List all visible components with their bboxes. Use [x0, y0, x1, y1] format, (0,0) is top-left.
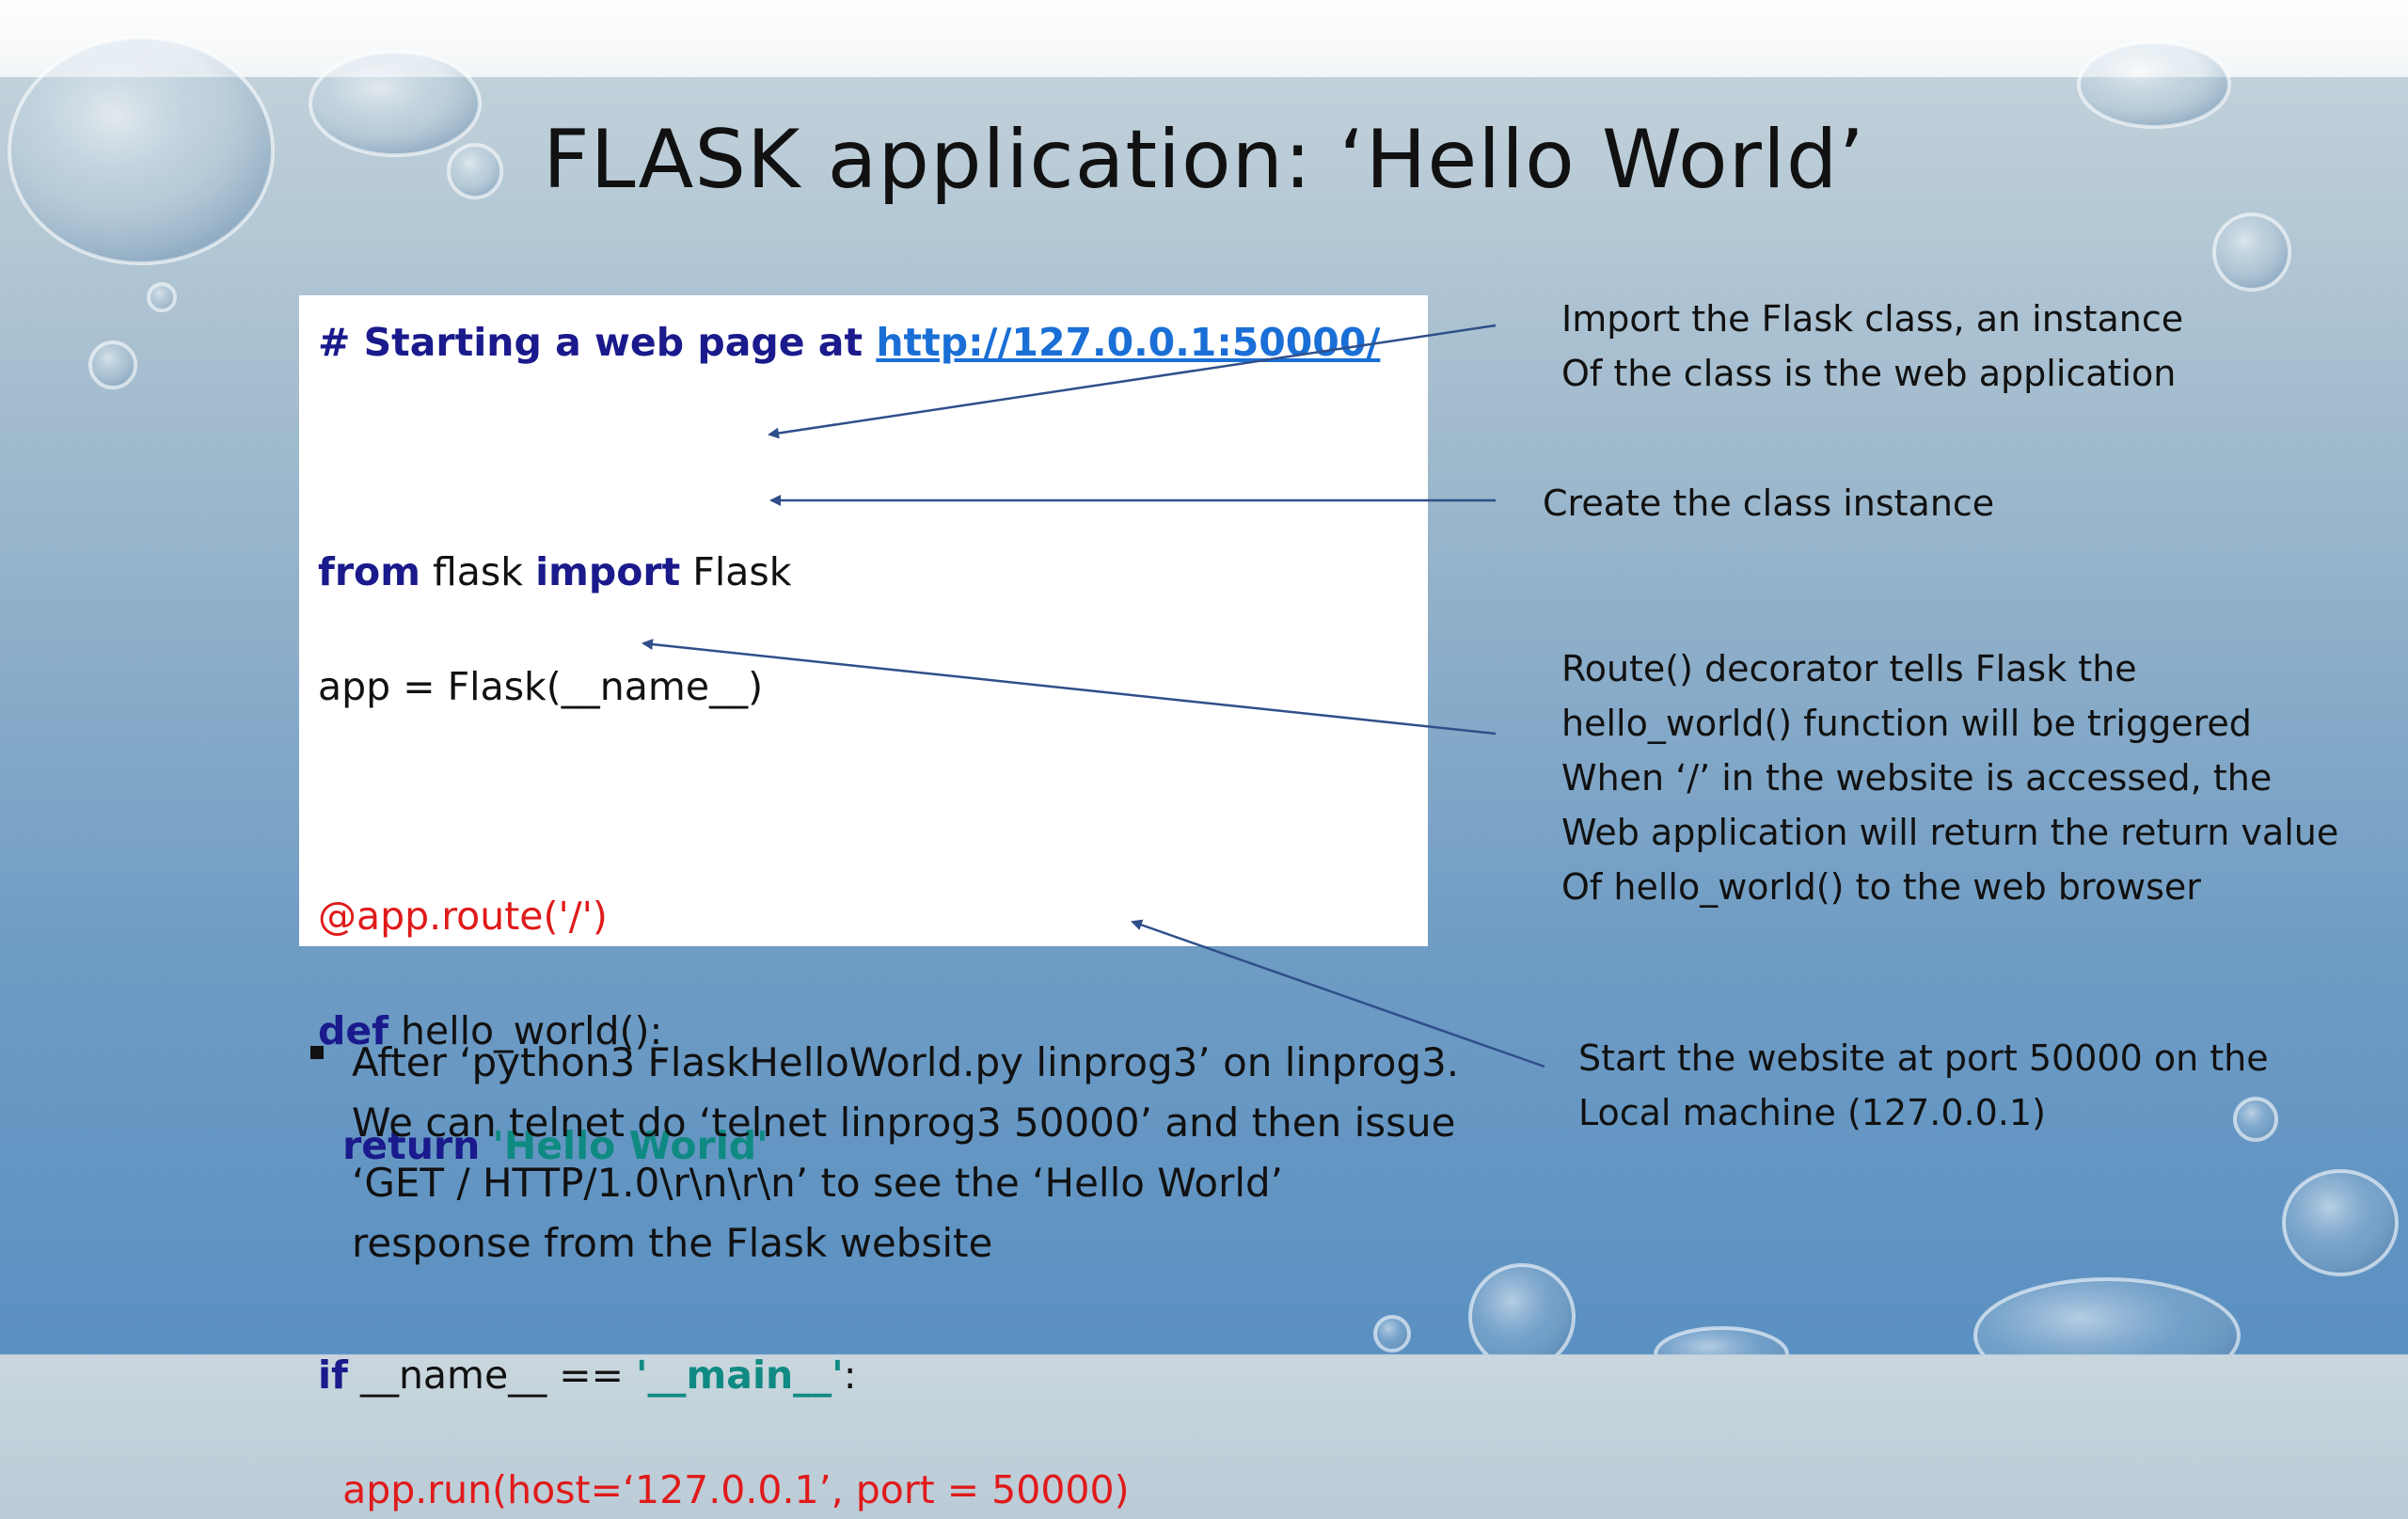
keyword-import: import	[535, 549, 681, 594]
code-line-comment: # Starting a web page at http://127.0.0.…	[318, 314, 1380, 372]
code-line-route: @app.route('/')	[318, 894, 608, 939]
code-listing: # Starting a web page at http://127.0.0.…	[318, 314, 1380, 1519]
code-block: # Starting a web page at http://127.0.0.…	[299, 295, 1428, 1512]
code-line-return: return 'Hello World'	[318, 1117, 1380, 1175]
keyword-if: if	[318, 1353, 348, 1398]
code-line-import: from flask import Flask	[318, 544, 1380, 601]
keyword-def: def	[318, 1008, 388, 1053]
import-module: flask	[420, 549, 536, 594]
code-line-if: if __name__ == '__main__':	[318, 1347, 1380, 1404]
note-import: Import the Flask class, an instance Of t…	[1561, 298, 2184, 394]
if-condition: __name__ ==	[347, 1353, 636, 1398]
code-line-app: app = Flask(__name__)	[318, 664, 764, 709]
keyword-from: from	[318, 549, 420, 594]
localhost-link[interactable]: http://127.0.0.1:50000/	[876, 320, 1381, 365]
code-line-blank-1	[318, 429, 1380, 486]
import-class: Flask	[680, 549, 792, 594]
main-string: '__main__'	[636, 1353, 844, 1398]
water-drops-decoration	[8, 36, 2399, 1354]
if-colon: :	[843, 1353, 857, 1398]
code-comment: # Starting a web page at	[318, 320, 877, 365]
drop-shapes	[8, 36, 2399, 1354]
note-route: Route() decorator tells Flask the hello_…	[1561, 648, 2339, 908]
function-signature: hello_world():	[388, 1008, 663, 1053]
app-run-call: app.run(host=‘127.0.0.1’, port = 50000)	[342, 1467, 1130, 1512]
code-line-blank-2	[318, 773, 1380, 831]
note-run: Start the website at port 50000 on the L…	[1578, 1037, 2269, 1133]
note-instance: Create the class instance	[1543, 483, 1995, 524]
code-line-def: def hello_world():	[318, 1003, 1380, 1060]
code-line-run: app.run(host=‘127.0.0.1’, port = 50000)	[318, 1462, 1380, 1519]
slide-title: FLASK application: ‘Hello World’	[543, 113, 1865, 207]
bullet-marker	[310, 1046, 324, 1059]
return-string: 'Hello World'	[492, 1123, 768, 1168]
bullet-text: After ‘python3 FlaskHelloWorld.py linpro…	[352, 1039, 1460, 1266]
keyword-return: return	[342, 1123, 481, 1168]
